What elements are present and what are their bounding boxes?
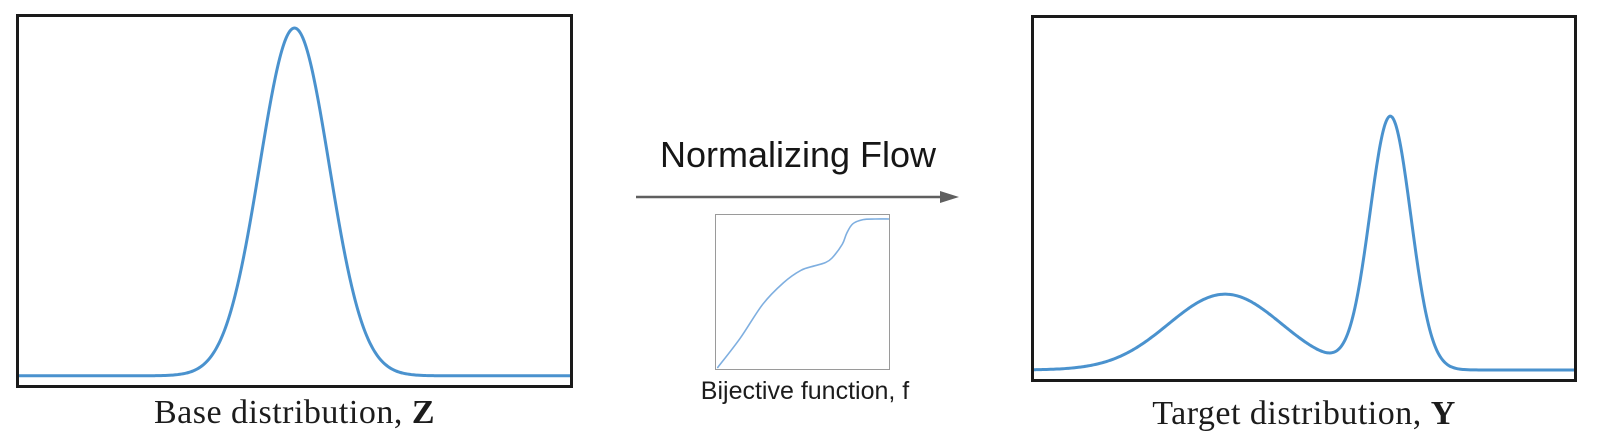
base-label-text: Base distribution,	[153, 394, 412, 431]
base-distribution-panel	[16, 14, 573, 388]
target-label-variable: Y	[1430, 395, 1456, 432]
target-distribution-label: Target distribution, Y	[1031, 395, 1577, 433]
target-label-text: Target distribution,	[1152, 395, 1431, 432]
bijective-function-label: Bijective function, f	[700, 377, 910, 405]
target-distribution-panel	[1031, 15, 1577, 382]
bijective-function-curve	[716, 215, 889, 369]
flow-title: Normalizing Flow	[659, 134, 937, 175]
target-distribution-curve	[1034, 18, 1574, 379]
right-arrow-icon	[636, 191, 959, 203]
base-distribution-label: Base distribution, Z	[16, 394, 573, 432]
bijective-function-box	[715, 214, 890, 370]
base-distribution-curve	[19, 17, 570, 385]
base-label-variable: Z	[411, 394, 436, 431]
arrow-head	[940, 191, 959, 203]
